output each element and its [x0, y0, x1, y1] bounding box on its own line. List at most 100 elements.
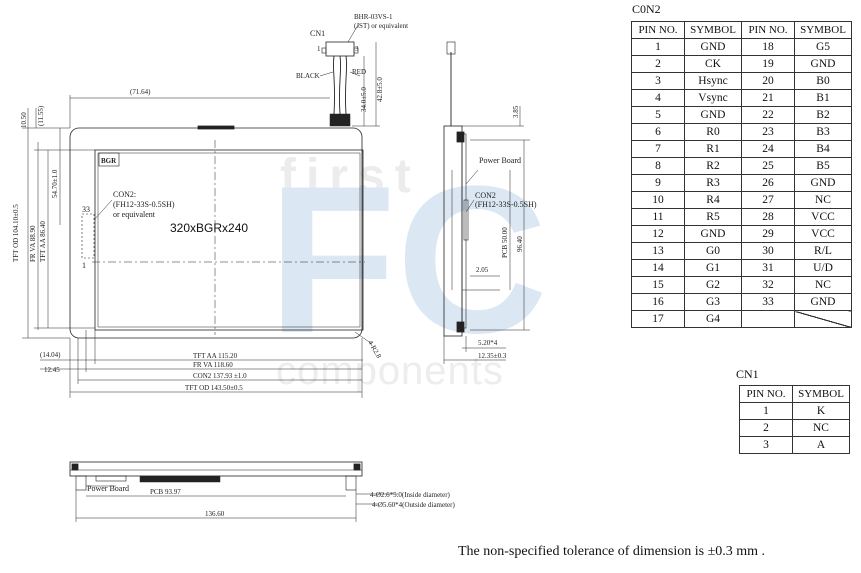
- dim-tft-aa-h: TFT AA 86.40: [39, 221, 47, 262]
- bottom-view: [69, 461, 398, 522]
- con2-table-cell: GND: [794, 55, 852, 73]
- con2-table-cell: B4: [794, 140, 852, 158]
- dim-tft-od-h: TFT OD 104.10±0.5: [12, 204, 20, 262]
- wire-red: [344, 55, 348, 115]
- cn1-table-cell: NC: [792, 419, 850, 437]
- con2-table-cell: B2: [794, 106, 852, 124]
- con2-pin-top: 33: [82, 205, 90, 214]
- power-board-leader: [465, 169, 479, 185]
- con2-outline: [81, 213, 95, 259]
- con2-table-cell: U/D: [794, 259, 852, 277]
- con2-table-cell: [741, 310, 795, 328]
- con2-table-cell: R1: [684, 140, 742, 158]
- con2-table-cell: GND: [794, 293, 852, 311]
- con2-table-cell: GND: [684, 106, 742, 124]
- bottom-hole-inside: 4-Ø2.6*5.0(Inside diameter): [370, 491, 451, 499]
- con2-header-symbol1: SYMBOL: [684, 21, 742, 39]
- bottom-corner-left: [71, 463, 79, 471]
- con2-table-cell: 16: [631, 293, 685, 311]
- con2-table-cell: 20: [741, 72, 795, 90]
- bottom-dim-13660: 136.60: [205, 510, 225, 518]
- con2-table-cell: B0: [794, 72, 852, 90]
- dim-top-gap: (71.64): [130, 88, 151, 96]
- con2-table-cell: 10: [631, 191, 685, 209]
- cn1-part: BHR-03VS-1: [354, 13, 393, 21]
- resolution-label: 320xBGRx240: [170, 221, 248, 235]
- con2-table-cell: 18: [741, 38, 795, 56]
- con2-table-cell: R5: [684, 208, 742, 226]
- con2-table-cell: 9: [631, 174, 685, 192]
- con2-table-cell: Vsync: [684, 89, 742, 107]
- con2-table-cell: VCC: [794, 225, 852, 243]
- dim-cable1: 34.0±5.0: [360, 87, 368, 112]
- bottom-power-board-label: Power Board: [87, 484, 129, 493]
- con2-table-cell: CK: [684, 55, 742, 73]
- con2-table-cell: 15: [631, 276, 685, 294]
- side-clip-top: [456, 131, 465, 143]
- watermark-fc: FC: [268, 142, 548, 377]
- side-con2-leader: [465, 199, 475, 213]
- con2-table-cell: Hsync: [684, 72, 742, 90]
- side-dim-520: 5.20*4: [478, 339, 498, 347]
- bgr-box: [98, 152, 120, 167]
- cn1-latch-right: [353, 47, 359, 54]
- side-con2: [463, 199, 469, 241]
- cn1-table-cell: K: [792, 402, 850, 420]
- dim-cable2: 42.8±5.0: [376, 77, 384, 102]
- drawing-labels: CN1 BHR-03VS-1 (JST) or equivalent 1 3 B…: [12, 13, 537, 518]
- con2-table-cell: 2: [631, 55, 685, 73]
- watermark-components: components: [276, 349, 504, 393]
- wire-mid: [338, 55, 342, 115]
- con2-table-cell: R2: [684, 157, 742, 175]
- cn1-table-cell: 2: [739, 419, 793, 437]
- cn1-header-pin: PIN NO.: [739, 385, 793, 403]
- con2-label: CON2:: [113, 190, 136, 199]
- side-dim-1235: 12.35±0.3: [478, 352, 507, 360]
- con2-table-cell: 32: [741, 276, 795, 294]
- cn1-part2: (JST) or equivalent: [354, 22, 408, 30]
- cn1-housing: [325, 41, 355, 57]
- watermark-first: first: [280, 150, 421, 203]
- con2-table-cell: 6: [631, 123, 685, 141]
- active-area: [94, 149, 364, 331]
- bottom-profile: [69, 461, 363, 477]
- con2-table-cell: 5: [631, 106, 685, 124]
- con2-table-cell: 30: [741, 242, 795, 260]
- con2-leader: [93, 199, 113, 221]
- cn1-table-cell: 3: [739, 436, 793, 454]
- con2-table-cell: 25: [741, 157, 795, 175]
- wire-black: [332, 55, 336, 115]
- con2-table-cell: 11: [631, 208, 685, 226]
- con2-table-cell: 29: [741, 225, 795, 243]
- con2-table-cell: 33: [741, 293, 795, 311]
- dim-5470: 54.70±1.0: [51, 169, 59, 198]
- con2-table-cell: 7: [631, 140, 685, 158]
- cn1-table-cell: A: [792, 436, 850, 454]
- con2-table-cell: VCC: [794, 208, 852, 226]
- cn1-table-title: CN1: [736, 367, 759, 381]
- bottom-boss-right: [345, 475, 357, 491]
- con2-table-cell: 19: [741, 55, 795, 73]
- cn1-latch-left: [321, 47, 327, 54]
- con2-table-cell: G3: [684, 293, 742, 311]
- con2-table-cell: 3: [631, 72, 685, 90]
- viewing-area: [97, 152, 361, 328]
- side-view: [443, 41, 530, 364]
- side-dim-205: 2.05: [476, 266, 489, 274]
- dim-fr-va-w: FR VA 118.60: [193, 361, 233, 369]
- con2-table-cell: GND: [794, 174, 852, 192]
- bgr-mark: BGR: [101, 157, 117, 165]
- con2-table-cell: G5: [794, 38, 852, 56]
- black-leader: [319, 71, 334, 77]
- con2-table-cell: 31: [741, 259, 795, 277]
